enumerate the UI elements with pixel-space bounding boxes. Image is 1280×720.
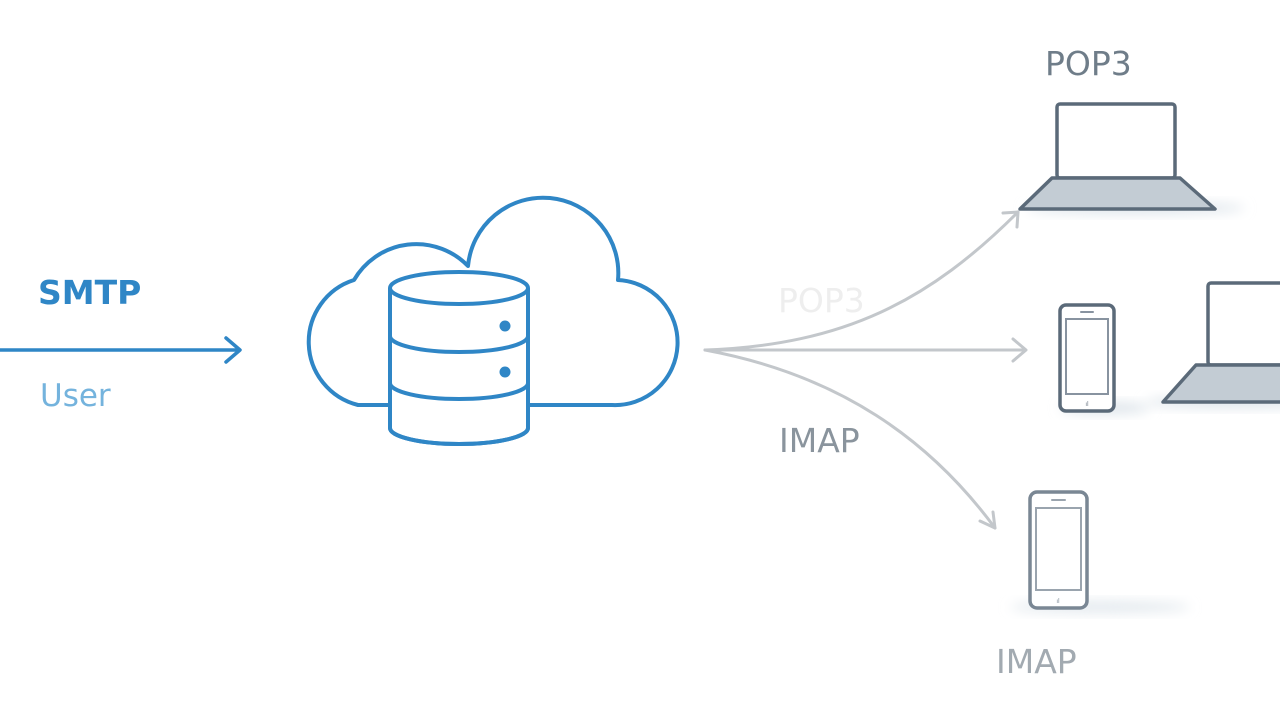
phone-icon: ıl	[1058, 303, 1150, 414]
phone-icon: ıl	[1010, 490, 1190, 613]
laptop-icon	[1018, 102, 1245, 214]
laptop-icon	[1145, 281, 1280, 408]
arrowhead-phone-bottom	[978, 510, 997, 530]
cloud-icon	[306, 195, 680, 408]
arrow-to-phone-bottom	[703, 348, 997, 530]
svg-text:ıl: ıl	[1085, 401, 1089, 408]
arrowhead-laptop-top	[1001, 210, 1020, 229]
pop3-label-top: POP3	[1045, 44, 1132, 83]
arrow-to-laptop-top	[703, 210, 1020, 352]
outgoing-arrows	[703, 210, 1028, 530]
imap-label-middle: IMAP	[779, 421, 860, 460]
svg-text:ıl: ıl	[1056, 598, 1060, 605]
database-icon	[388, 270, 530, 446]
pop3-label-faded: POP3	[778, 281, 865, 320]
smtp-arrow	[0, 336, 242, 364]
imap-label-bottom: IMAP	[996, 642, 1077, 681]
user-label: User	[40, 378, 111, 414]
smtp-label: SMTP	[38, 273, 142, 312]
arrowhead-phone-middle	[1011, 337, 1028, 363]
